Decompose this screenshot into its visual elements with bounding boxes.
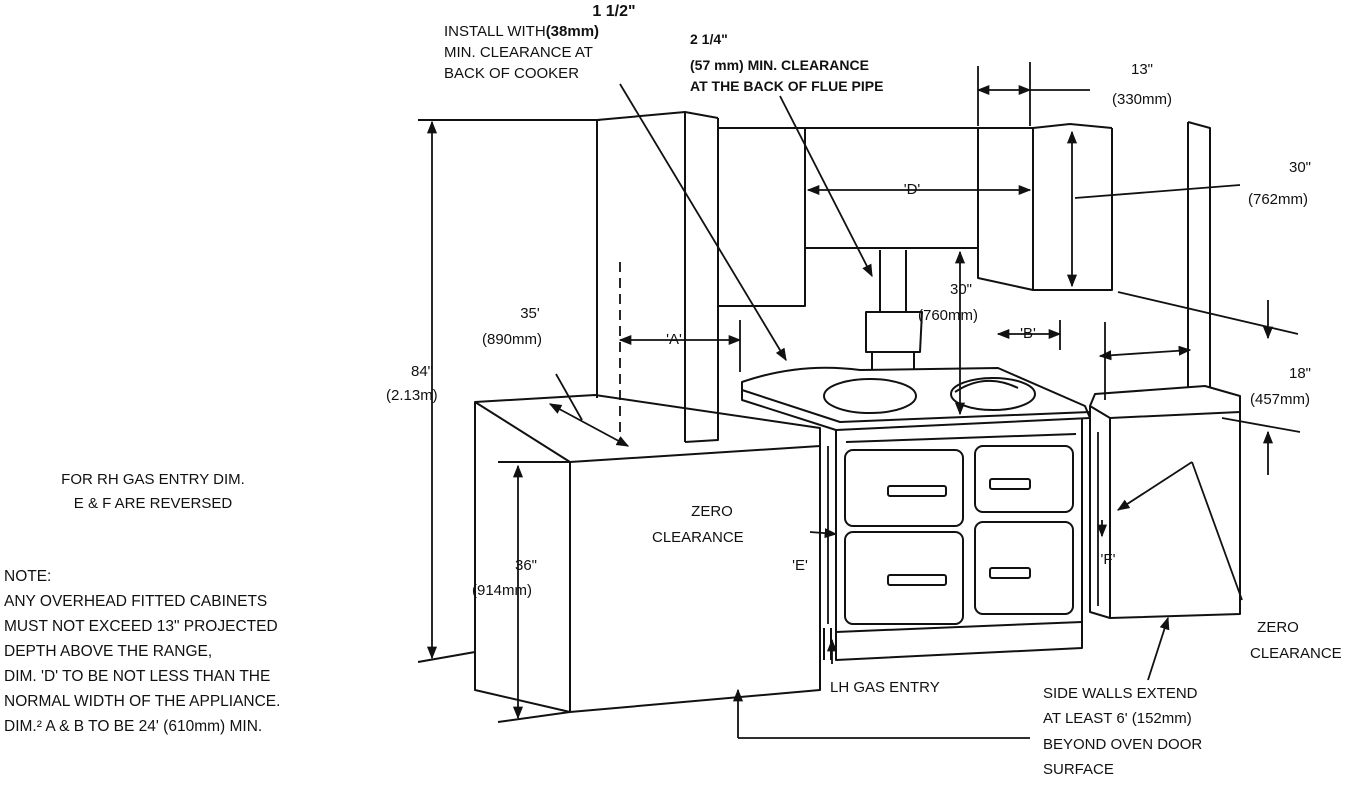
base-line (497, 711, 571, 723)
zero-clearance-left-2: CLEARANCE (652, 529, 744, 546)
zero-clearance-left-1: ZERO (691, 503, 733, 520)
dim-30-cab-mm: (762mm) (1248, 191, 1309, 208)
side-walls-line1: SIDE WALLS EXTEND (1043, 685, 1198, 702)
back-cooker-fraction: 1 1/2" (592, 3, 636, 20)
leader-zero-right (1191, 461, 1243, 601)
leader-side-walls (1147, 616, 1170, 681)
dim-18-mm: (457mm) (1250, 391, 1311, 408)
right-side-wall (1187, 121, 1211, 395)
dim-13-mm: (330mm) (1111, 91, 1172, 108)
dim-b-label: 'B' (1020, 325, 1036, 342)
back-cooker-mm: (38mm) (545, 23, 600, 40)
dim-30-cab-in: 30" (1288, 159, 1311, 176)
left-base-cabinet (474, 394, 821, 713)
note-line: DIM.² A & B TO BE 24' (610mm) MIN. (4, 718, 263, 735)
cooker-top (741, 366, 1091, 431)
note-line: ANY OVERHEAD FITTED CABINETS (4, 593, 268, 610)
dim-e-label: 'E' (792, 557, 808, 574)
flue-fraction: 2 1/4" (690, 31, 728, 47)
rh-gas-line2: E & F ARE REVERSED (73, 495, 233, 512)
dim-84-in: 84" (410, 363, 433, 380)
dim-36-in: 36" (514, 557, 537, 574)
flue-pipe (865, 250, 923, 384)
notes-block: NOTE: ANY OVERHEAD FITTED CABINETS MUST … (4, 564, 280, 739)
dim-d-label: 'D' (903, 181, 921, 198)
side-walls-line4: SURFACE (1043, 761, 1114, 778)
dim-f-label: 'F' (1100, 551, 1116, 568)
right-base-cabinet (1089, 385, 1241, 619)
dim-36-mm: (914mm) (472, 582, 533, 599)
flue-line1: (57 mm) MIN. CLEARANCE (690, 57, 869, 73)
dim-35-mm: (890mm) (482, 331, 543, 348)
left-side-wall (596, 111, 719, 443)
leader-back-cooker (619, 83, 787, 362)
overhead-cabinet-right (977, 123, 1113, 291)
leader-flue (779, 95, 873, 278)
dim-30-gap-mm: (760mm) (918, 307, 979, 324)
dim-e-arrow (809, 528, 838, 539)
dim-18-in: 18" (1288, 365, 1311, 382)
back-cooker-text: INSTALL WITH (444, 23, 546, 40)
zero-clearance-right-2: CLEARANCE (1250, 645, 1342, 662)
overhead-cabinet-left (718, 128, 978, 307)
dim-13-in: 13" (1130, 61, 1153, 78)
note-line: NORMAL WIDTH OF THE APPLIANCE. (4, 693, 281, 710)
back-cooker-line3: BACK OF COOKER (444, 65, 580, 82)
dim-35-line (548, 403, 630, 447)
dim-side-line (1098, 345, 1192, 361)
note-line: DIM. 'D' TO BE NOT LESS THAN THE (4, 668, 271, 685)
note-line: NOTE: (4, 568, 52, 585)
lh-gas-entry-label: LH GAS ENTRY (830, 679, 940, 696)
note-line: DEPTH ABOVE THE RANGE, (4, 643, 213, 660)
dim-a-label: 'A' (666, 331, 682, 348)
flue-line2: AT THE BACK OF FLUE PIPE (690, 78, 884, 94)
dim-84-mm: (2.13m) (386, 387, 438, 404)
note-line: MUST NOT EXCEED 13" PROJECTED (4, 618, 278, 635)
rh-gas-line1: FOR RH GAS ENTRY DIM. (61, 471, 245, 488)
dim-35-in: 35' (520, 305, 540, 322)
back-cooker-line1: INSTALL WITH(38mm) (444, 22, 599, 41)
cooker-front (835, 418, 1083, 661)
side-walls-line3: BEYOND OVEN DOOR (1043, 736, 1203, 753)
zero-clearance-right-1: ZERO (1257, 619, 1299, 636)
side-walls-line2: AT LEAST 6' (152mm) (1043, 710, 1192, 727)
gas-entry-pipe (823, 628, 832, 660)
dim-30-gap-in: 30" (949, 281, 972, 298)
floor-line (417, 651, 476, 663)
back-cooker-line2: MIN. CLEARANCE AT (444, 44, 593, 61)
